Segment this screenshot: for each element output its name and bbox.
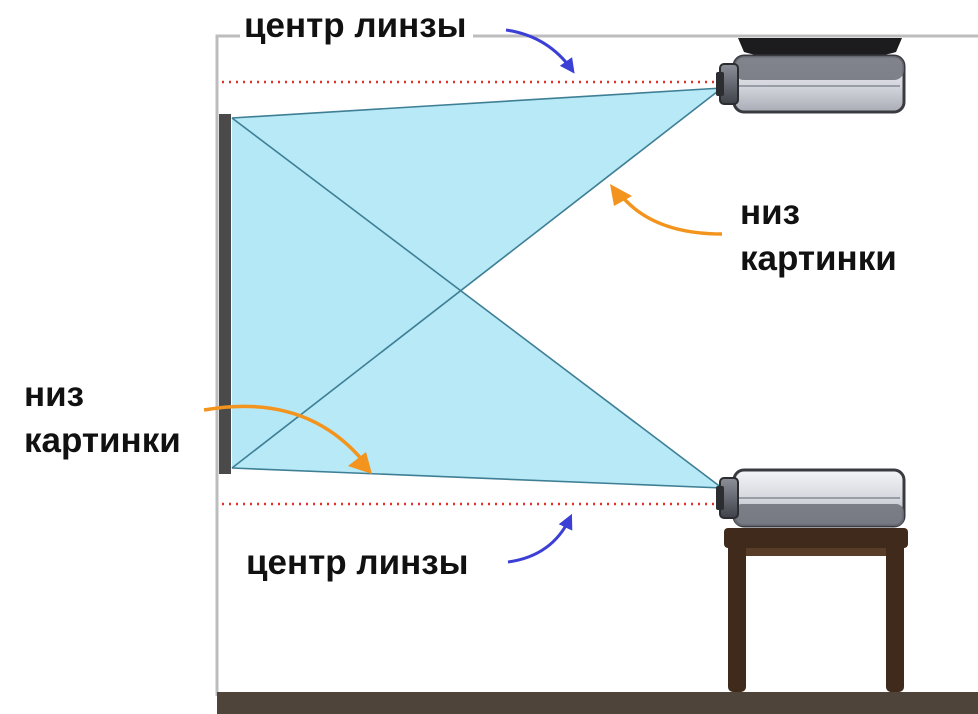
label-lens-center-bottom: центр линзы bbox=[246, 543, 469, 582]
label-image-bottom-left: низ картинки bbox=[24, 372, 181, 464]
label-image-bottom-right: низ картинки bbox=[740, 190, 897, 282]
beam-edges bbox=[231, 87, 723, 489]
floor bbox=[217, 692, 978, 714]
arrow-lens-center-top bbox=[505, 28, 575, 74]
label-image-bottom-left-line-2: картинки bbox=[24, 421, 181, 460]
table-projector bbox=[716, 468, 906, 528]
label-image-bottom-left-line-1: низ bbox=[24, 375, 85, 414]
label-image-bottom-right-line-1: низ bbox=[740, 193, 801, 232]
label-lens-center-top: центр линзы bbox=[240, 3, 473, 49]
ceiling-projector bbox=[716, 38, 906, 114]
label-image-bottom-right-line-2: картинки bbox=[740, 239, 897, 278]
wall-line bbox=[215, 34, 978, 696]
table bbox=[724, 528, 908, 692]
arrow-image-bottom-right bbox=[610, 184, 723, 236]
arrow-lens-center-bottom bbox=[507, 513, 573, 564]
arrow-image-bottom-left bbox=[203, 404, 372, 474]
projection-screen bbox=[219, 114, 231, 474]
